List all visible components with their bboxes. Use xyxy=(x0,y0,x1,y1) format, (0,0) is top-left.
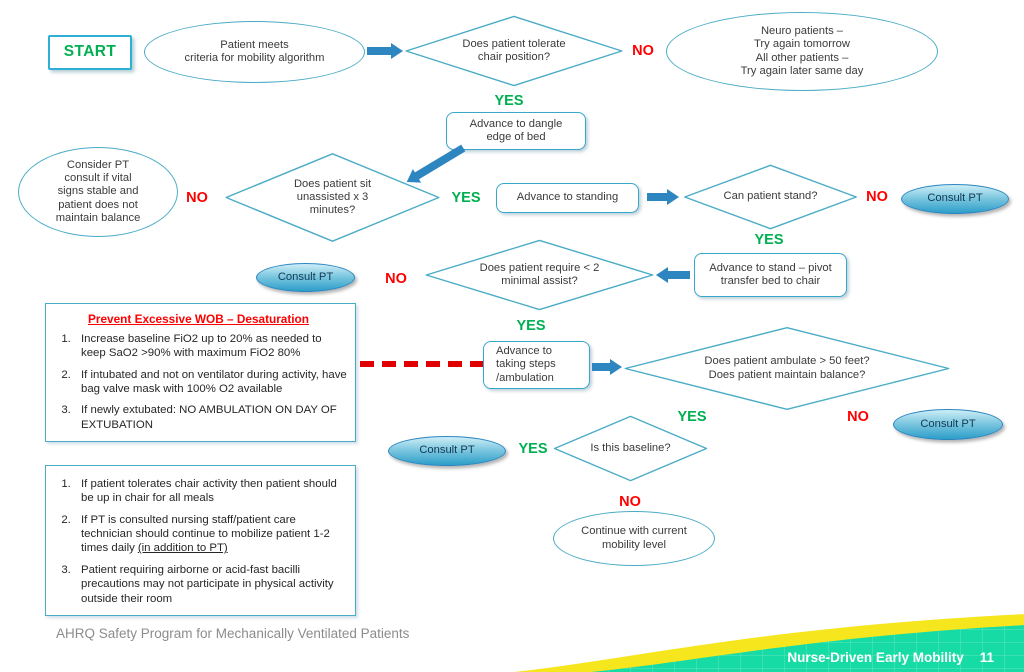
arrow-shaft xyxy=(592,363,611,371)
process-stand-pivot-label: Advance to stand – pivot transfer bed to… xyxy=(709,261,832,287)
diamond-outline xyxy=(404,15,624,87)
process-taking-steps-label: Advance to taking steps /ambulation xyxy=(496,345,556,384)
consider-pt-ellipse: Consider PT consult if vital signs stabl… xyxy=(18,147,178,237)
banner-grid-overlay xyxy=(590,625,1024,672)
label-yes-4: YES xyxy=(516,318,546,334)
label-yes-2: YES xyxy=(451,190,481,206)
footer-text: AHRQ Safety Program for Mechanically Ven… xyxy=(56,626,410,641)
arrow-head xyxy=(391,43,403,59)
diamond-outline xyxy=(424,239,655,311)
label-no-6: NO xyxy=(619,494,641,510)
rules-item-3: Patient requiring airborne or acid-fast … xyxy=(74,563,347,606)
page-number: 11 xyxy=(979,650,994,665)
diamond-outline xyxy=(683,164,858,230)
arrow-head xyxy=(667,189,679,205)
wob-note-box: Prevent Excessive WOB – Desaturation Inc… xyxy=(45,303,356,443)
arrow-shaft xyxy=(667,271,690,279)
label-no-2: NO xyxy=(186,190,208,206)
flow-arrow-right-3 xyxy=(592,359,622,375)
process-standing: Advance to standing xyxy=(496,183,639,213)
arrow-shaft xyxy=(647,193,668,201)
consult-pt-label: Consult PT xyxy=(277,270,334,283)
wob-note-title: Prevent Excessive WOB – Desaturation xyxy=(88,312,309,326)
wob-note-list: Increase baseline FiO2 up to 20% as need… xyxy=(50,332,347,432)
continue-mobility-ellipse: Continue with current mobility level xyxy=(553,511,715,566)
banner-caption: Nurse-Driven Early Mobility 11 xyxy=(787,650,994,665)
start-node: START xyxy=(48,35,132,70)
wob-item-2: If intubated and not on ventilator durin… xyxy=(74,368,347,397)
wob-item-2-text: If intubated and not on ventilator durin… xyxy=(81,368,347,395)
continue-mobility-label: Continue with current mobility level xyxy=(581,525,687,551)
decision-tolerate-chair-label: Does patient tolerate chair position? xyxy=(462,37,566,63)
flow-arrow-right-1 xyxy=(367,43,403,59)
rules-item-1: If patient tolerates chair activity then… xyxy=(74,477,347,506)
consult-pt-label: Consult PT xyxy=(920,417,976,430)
consult-pt-node-1: Consult PT xyxy=(901,184,1009,214)
banner-title: Nurse-Driven Early Mobility xyxy=(787,650,964,665)
flow-arrow-left-1 xyxy=(656,267,690,283)
decision-minimal-assist: Does patient require < 2 minimal assist? xyxy=(424,239,655,311)
diamond-outline xyxy=(224,152,441,243)
criteria-ellipse: Patient meets criteria for mobility algo… xyxy=(144,21,365,83)
decision-ambulate-50-feet: Does patient ambulate > 50 feet? Does pa… xyxy=(622,326,952,411)
label-yes-5: YES xyxy=(677,409,707,425)
flow-arrow-right-2 xyxy=(647,189,679,205)
decision-can-stand: Can patient stand? xyxy=(683,164,858,230)
decision-is-baseline: Is this baseline? xyxy=(553,415,708,482)
rules-item-1-text: If patient tolerates chair activity then… xyxy=(81,478,337,505)
rules-note-list: If patient tolerates chair activity then… xyxy=(50,477,347,606)
process-dangle-label: Advance to dangle edge of bed xyxy=(469,117,563,143)
wob-item-1-text: Increase baseline FiO2 up to 20% as need… xyxy=(81,332,322,360)
banner-swoosh xyxy=(513,614,1024,672)
decision-minimal-assist-label: Does patient require < 2 minimal assist? xyxy=(479,261,600,287)
rules-note-box: If patient tolerates chair activity then… xyxy=(45,465,356,616)
rules-item-2-text: If PT is consulted nursing staff/patient… xyxy=(81,513,330,555)
wob-item-1: Increase baseline FiO2 up to 20% as need… xyxy=(74,332,347,361)
decision-sit-unassisted: Does patient sit unassisted x 3 minutes? xyxy=(224,152,441,243)
label-no-5: NO xyxy=(847,409,869,425)
label-yes-1: YES xyxy=(494,93,524,109)
criteria-label: Patient meets criteria for mobility algo… xyxy=(184,38,325,64)
diamond-outline xyxy=(553,415,708,482)
diamond-outline xyxy=(622,326,952,411)
consider-pt-label: Consider PT consult if vital signs stabl… xyxy=(55,158,141,224)
rules-item-2-underlined: (in addition to PT) xyxy=(137,542,228,555)
wob-item-3-text: If newly extubated: NO AMBULATION ON DAY… xyxy=(81,404,337,431)
rules-item-3-text: Patient requiring airborne or acid-fast … xyxy=(81,563,334,605)
retry-label: Neuro patients – Try again tomorrow All … xyxy=(740,25,864,77)
consult-pt-label: Consult PT xyxy=(419,444,475,457)
process-dangle: Advance to dangle edge of bed xyxy=(446,112,586,150)
decision-ambulate-label: Does patient ambulate > 50 feet? Does pa… xyxy=(704,355,870,381)
decision-can-stand-label: Can patient stand? xyxy=(723,190,818,203)
label-yes-3: YES xyxy=(754,232,784,248)
decision-tolerate-chair: Does patient tolerate chair position? xyxy=(404,15,624,87)
arrow-head xyxy=(656,267,668,283)
retry-ellipse: Neuro patients – Try again tomorrow All … xyxy=(666,12,938,91)
process-taking-steps: Advance to taking steps /ambulation xyxy=(483,341,590,389)
consult-pt-node-4: Consult PT xyxy=(388,436,506,466)
consult-pt-node-2: Consult PT xyxy=(256,263,355,292)
label-yes-6: YES xyxy=(518,441,548,457)
arrow-head xyxy=(610,359,622,375)
label-no-4: NO xyxy=(385,271,407,287)
dashed-connector xyxy=(360,361,484,367)
label-no-1: NO xyxy=(632,43,654,59)
process-standing-label: Advance to standing xyxy=(516,191,619,204)
process-stand-pivot: Advance to stand – pivot transfer bed to… xyxy=(694,253,847,297)
decision-sit-unassisted-label: Does patient sit unassisted x 3 minutes? xyxy=(293,177,372,217)
rules-item-2: If PT is consulted nursing staff/patient… xyxy=(74,513,347,556)
wob-item-3: If newly extubated: NO AMBULATION ON DAY… xyxy=(74,403,347,432)
start-label: START xyxy=(63,43,117,61)
consult-pt-label: Consult PT xyxy=(927,192,983,205)
label-no-3: NO xyxy=(866,189,888,205)
arrow-shaft xyxy=(367,47,392,55)
decision-is-baseline-label: Is this baseline? xyxy=(590,441,671,454)
consult-pt-node-3: Consult PT xyxy=(893,409,1003,440)
